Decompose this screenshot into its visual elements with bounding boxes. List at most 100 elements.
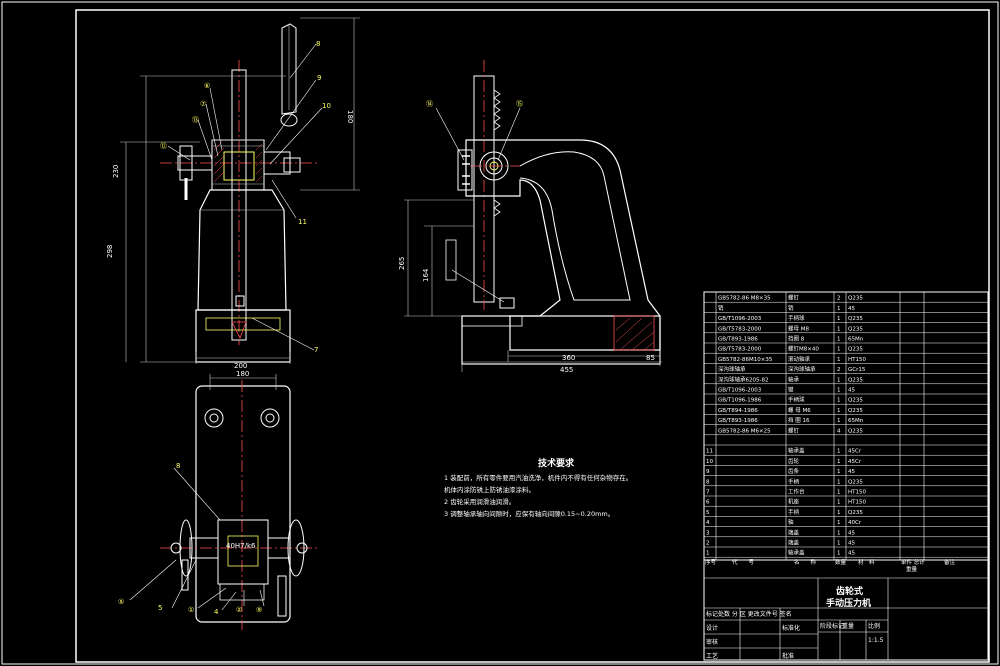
bom-cell-mat: 65Mn xyxy=(848,337,864,343)
dim-85: 85 xyxy=(646,354,655,362)
bom-cell-qty: 1 xyxy=(837,500,841,506)
bom-cell-code: GB5782-86 M8×35 xyxy=(718,296,771,302)
note-3: 3 调整轴承轴向间隙时，应保有轴向间隙0.15~0.20mm。 xyxy=(444,509,614,518)
dim-360: 360 xyxy=(562,354,575,362)
bom-cell-qty: 1 xyxy=(837,377,841,383)
technical-notes: 技术要求 1 装配前，所有零件要用汽油洗净，机件内不得有任何杂物存在。 机体内涂… xyxy=(444,457,632,518)
bom-cell-mat: Q235 xyxy=(848,326,863,332)
bom-cell-no: 3 xyxy=(706,530,710,536)
drawing-name-1: 齿轮式 xyxy=(836,585,863,597)
dim-230: 230 xyxy=(112,165,120,178)
bom-cell-name: 螺钉M8×40 xyxy=(788,345,819,353)
dim-180-vertical: 180 xyxy=(346,110,354,123)
dim-298: 298 xyxy=(106,245,114,258)
svg-text:⑨: ⑨ xyxy=(256,606,262,614)
bom-header-code: 代 号 xyxy=(732,558,755,566)
bom-cell-mat: 45Cr xyxy=(848,459,862,465)
bom-header-no: 序号 xyxy=(705,558,717,566)
bom-cell-no: 1 xyxy=(706,551,710,557)
bom-cell-qty: 2 xyxy=(837,296,841,302)
bom-cell-mat: HT150 xyxy=(848,490,866,496)
bom-cell-mat: Q235 xyxy=(848,316,863,322)
bom-cell-name: 深沟球轴承 xyxy=(788,365,816,373)
bom-cell-name: 端盖 xyxy=(788,539,800,547)
bom-cell-name: 工作台 xyxy=(788,488,805,496)
bom-cell-mat: 45 xyxy=(848,541,855,547)
bom-cell-code: GB/T1096-2003 xyxy=(718,388,762,394)
tb-design: 设计 xyxy=(706,624,718,632)
bom-cell-qty: 1 xyxy=(837,337,841,343)
svg-text:8: 8 xyxy=(176,462,180,470)
bom-cell-qty: 1 xyxy=(837,520,841,526)
svg-text:5: 5 xyxy=(158,604,162,612)
bom-cell-name: 端盖 xyxy=(788,528,800,536)
bom-cell-code: 销 xyxy=(718,304,724,312)
bom-cell-name: 挡 圈 16 xyxy=(788,416,810,424)
bom-cell-name: 螺钉 xyxy=(788,426,800,434)
bom-cell-qty: 1 xyxy=(837,510,841,516)
svg-text:8: 8 xyxy=(316,40,320,48)
drawing-name-2: 手动压力机 xyxy=(826,597,871,609)
bom-cell-name: 螺钉 xyxy=(788,294,800,302)
bom-cell-no: 8 xyxy=(706,479,710,485)
note-2: 2 齿轮采用润滑油润滑。 xyxy=(444,497,515,506)
bom-cell-no: 5 xyxy=(706,510,710,516)
bom-header-remark: 备注 xyxy=(944,558,956,566)
bom-cell-mat: Q235 xyxy=(848,479,863,485)
bom-cell-no: 4 xyxy=(706,520,710,526)
bom-cell-mat: 65Mn xyxy=(848,418,864,424)
bom-cell-code: 深沟球轴承 xyxy=(718,365,746,373)
svg-text:⑮: ⑮ xyxy=(516,100,523,108)
bom-cell-qty: 1 xyxy=(837,326,841,332)
bom-cell-name: 轴 xyxy=(788,518,794,526)
bom-cell-code: GB/T893-1986 xyxy=(718,418,758,424)
bom-cell-qty: 2 xyxy=(837,367,841,373)
bom-cell-name: 齿轮 xyxy=(788,457,800,465)
dim-455: 455 xyxy=(560,366,573,374)
bom-cell-qty: 1 xyxy=(837,357,841,363)
tb-standard: 标准化 xyxy=(782,624,800,632)
bom-cell-qty: 1 xyxy=(837,388,841,394)
bom-cell-name: 手柄球 xyxy=(788,314,805,322)
tb-review: 审核 xyxy=(706,638,718,646)
bom-cell-mat: 45 xyxy=(848,306,855,312)
bom-cell-name: 销 xyxy=(788,304,794,312)
bom-cell-mat: Q235 xyxy=(848,408,863,414)
bom-cell-code: GB/T1096-1986 xyxy=(718,398,762,404)
bom-cell-qty: 1 xyxy=(837,398,841,404)
title-block: 齿轮式 手动压力机 标记处数 分 区 更改文件号 签名 设计 标准化 审核 工艺… xyxy=(703,559,989,661)
bom-cell-code: GB5782-86 M6×25 xyxy=(718,428,771,434)
svg-text:②: ② xyxy=(236,606,242,614)
svg-text:⑫: ⑫ xyxy=(160,142,167,150)
bom-cell-qty: 1 xyxy=(837,469,841,475)
tb-scale: 比例 xyxy=(868,622,880,630)
bom-cell-name: 键 xyxy=(788,386,794,394)
bom-cell-qty: 1 xyxy=(837,347,841,353)
tb-stage: 阶段标记 xyxy=(820,622,844,630)
bom-cell-qty: 1 xyxy=(837,408,841,414)
bom-cell-mat: Q235 xyxy=(848,347,863,353)
bom-cell-name: 轴承 xyxy=(788,375,800,383)
bom-cell-mat: 45 xyxy=(848,530,855,536)
bom-header-weight: 单件 总计 xyxy=(901,558,925,566)
dim-164: 164 xyxy=(422,268,430,282)
bom-cell-no: 10 xyxy=(706,459,713,465)
bom-header-weight2: 重量 xyxy=(906,565,918,573)
note-1b: 机体内涂防锈上防锈油漆涂料。 xyxy=(444,485,535,494)
bom-cell-mat: HT150 xyxy=(848,357,866,363)
bom-cell-code: GB5782-86M10×35 xyxy=(718,357,773,363)
bom-cell-no: 7 xyxy=(706,490,710,496)
bom-cell-no: 9 xyxy=(706,469,710,475)
bom-cell-mat: Q235 xyxy=(848,296,863,302)
bom-cell-qty: 1 xyxy=(837,459,841,465)
svg-text:⑬: ⑬ xyxy=(192,116,199,124)
bom-cell-qty: 1 xyxy=(837,316,841,322)
bom-cell-qty: 1 xyxy=(837,530,841,536)
bom-cell-mat: 45 xyxy=(848,551,855,557)
bom-cell-no: 11 xyxy=(706,449,713,455)
tb-weight: 重量 xyxy=(842,622,854,630)
